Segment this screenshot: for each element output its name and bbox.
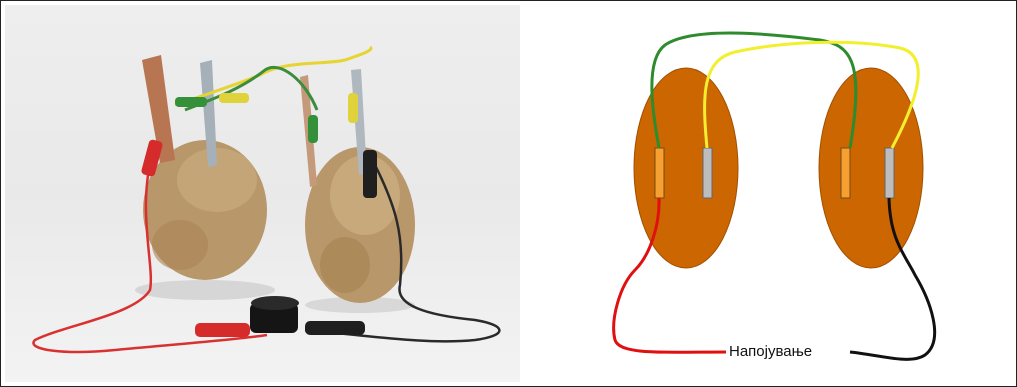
photo-clip-yellow-right: [348, 93, 358, 123]
potato-battery-diagram: [520, 0, 1015, 387]
photo-clip-black-buzzer: [305, 321, 365, 335]
diagram-potato-left: [634, 68, 738, 268]
photo-clip-yellow-left: [219, 93, 249, 103]
diagram-potato-right: [819, 68, 923, 268]
photo-buzzer: [250, 296, 299, 333]
photo-clip-green-right: [308, 115, 318, 143]
diagram-zinc-electrode-right: [885, 148, 894, 198]
photo-clip-green-left: [175, 97, 207, 107]
diagram-drawing: [520, 0, 1015, 387]
potato-shadow-left: [135, 280, 275, 300]
power-supply-label: Напојување: [726, 343, 815, 361]
diagram-copper-electrode-left: [655, 148, 664, 198]
potato-battery-photo: [5, 5, 520, 382]
photo-clip-red-buzzer: [195, 323, 250, 337]
photo-drawing: [5, 5, 520, 382]
diagram-copper-electrode-right: [841, 148, 850, 198]
photo-clip-black: [363, 150, 377, 198]
diagram-zinc-electrode-left: [703, 148, 712, 198]
